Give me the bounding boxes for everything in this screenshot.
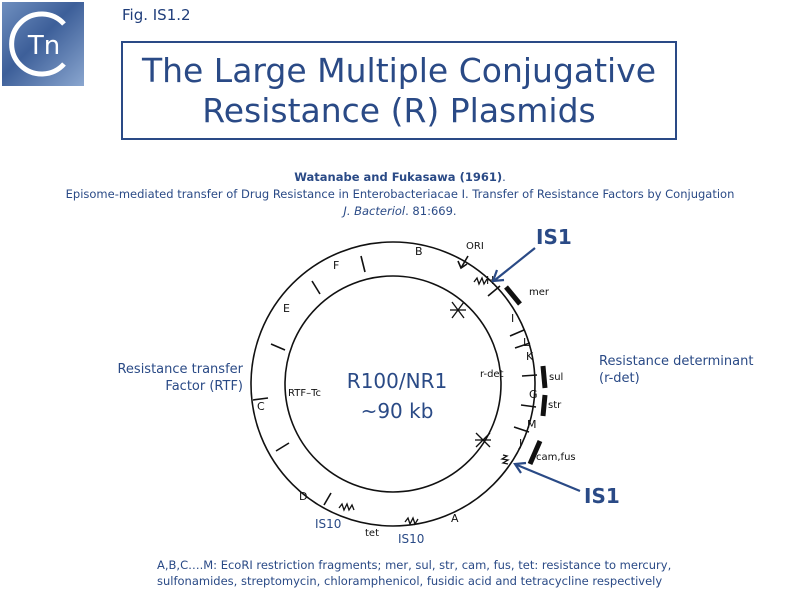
tick bbox=[520, 404, 537, 408]
fragment-label: F bbox=[333, 259, 339, 272]
fragment-label: G bbox=[529, 388, 538, 401]
tick bbox=[521, 374, 538, 377]
fragment-label: H bbox=[486, 274, 494, 287]
origin-arrow bbox=[457, 255, 469, 270]
rtf-inner-label: RTF–Tc bbox=[288, 388, 321, 399]
citation-title: Episome-mediated transfer of Drug Resist… bbox=[65, 187, 735, 201]
junction-cross-top bbox=[450, 301, 466, 319]
citation-authors-line: Watanabe and Fukasawa (1961). bbox=[0, 170, 800, 184]
outer-circle bbox=[250, 241, 536, 527]
tick bbox=[509, 329, 525, 337]
fragment-label: J bbox=[518, 437, 522, 450]
gene-label-tet: tet bbox=[365, 528, 379, 539]
plasmid-name: R100/NR1 bbox=[347, 369, 447, 393]
rtf-annotation-line-1: Resistance transfer bbox=[117, 362, 243, 377]
gene-bar-mer bbox=[504, 285, 522, 306]
figure-label: Fig. IS1.2 bbox=[122, 6, 191, 24]
gene-bar-cam-fus bbox=[527, 440, 543, 465]
is1-element-top bbox=[473, 276, 488, 286]
logo-text: Tn bbox=[27, 31, 60, 61]
fragment-label: B bbox=[415, 245, 423, 258]
fragment-labels: B F E C D A H I L K G M J bbox=[257, 245, 538, 525]
map-labels: ORI RTF–Tc r-det mer sul str cam,fus tet bbox=[288, 241, 576, 539]
gene-label-mer: mer bbox=[529, 287, 550, 298]
gene-label-str: str bbox=[548, 400, 562, 411]
citation-ref: . 81:669. bbox=[405, 204, 457, 218]
is10-element-right bbox=[404, 516, 419, 526]
fragment-label: E bbox=[283, 302, 290, 315]
plasmid-size: ~90 kb bbox=[361, 399, 434, 423]
rtf-annotation-line-2: Factor (RTF) bbox=[165, 379, 243, 394]
footnote: A,B,C….M: EcoRI restriction fragments; m… bbox=[157, 558, 672, 588]
rdet-annotation-line-1: Resistance determinant bbox=[599, 354, 754, 369]
fragment-label: M bbox=[527, 418, 537, 431]
tick bbox=[323, 492, 332, 506]
tick bbox=[270, 343, 286, 351]
tick bbox=[514, 342, 531, 349]
tick bbox=[513, 426, 530, 433]
gene-label-sul: sul bbox=[549, 372, 563, 383]
inner-circle bbox=[284, 275, 502, 493]
title-line-1: The Large Multiple Conjugative bbox=[141, 50, 657, 90]
fragment-label: A bbox=[451, 512, 459, 525]
is1-label-bottom: IS1 bbox=[584, 484, 620, 508]
fragment-label: D bbox=[299, 490, 307, 503]
tn-logo: Tn bbox=[2, 2, 84, 86]
is1-element-bottom bbox=[500, 454, 510, 465]
tick bbox=[311, 280, 321, 295]
citation-journal-line: J. Bacteriol. 81:669. bbox=[0, 204, 800, 218]
fragment-label: L bbox=[523, 336, 530, 349]
fragment-label: C bbox=[257, 400, 265, 413]
citation-authors-suffix: . bbox=[502, 170, 506, 184]
fragment-label: K bbox=[526, 350, 534, 363]
title-line-2: Resistance (R) Plasmids bbox=[202, 90, 596, 130]
gene-label-cam-fus: cam,fus bbox=[536, 452, 576, 463]
citation-authors: Watanabe and Fukasawa (1961) bbox=[294, 170, 503, 184]
gene-bar-sul bbox=[540, 365, 548, 389]
is1-arrow-top bbox=[491, 247, 536, 283]
is10-label-left: IS10 bbox=[315, 517, 341, 531]
title-box: The Large Multiple Conjugative Resistanc… bbox=[121, 41, 677, 140]
rdet-annotation: Resistance determinant (r-det) bbox=[599, 353, 769, 387]
restriction-ticks bbox=[252, 255, 538, 506]
logo-emblem: Tn bbox=[9, 11, 66, 77]
rdet-inner-label: r-det bbox=[480, 369, 504, 380]
tick bbox=[487, 285, 501, 297]
citation-journal: J. Bacteriol bbox=[343, 204, 406, 218]
is10-element-left bbox=[338, 502, 355, 512]
gene-bars bbox=[504, 285, 548, 465]
fragment-label: I bbox=[511, 312, 514, 325]
tick bbox=[252, 397, 269, 401]
gene-bar-str bbox=[540, 394, 548, 417]
is1-arrow-bottom bbox=[513, 461, 581, 493]
junction-cross-bottom bbox=[475, 432, 491, 448]
origin-label: ORI bbox=[466, 241, 484, 252]
rdet-annotation-line-2: (r-det) bbox=[599, 371, 640, 386]
tick bbox=[275, 442, 290, 452]
tick bbox=[360, 255, 366, 273]
is10-label-right: IS10 bbox=[398, 532, 424, 546]
is1-label-top: IS1 bbox=[536, 225, 572, 249]
rtf-annotation: Resistance transfer Factor (RTF) bbox=[96, 361, 243, 395]
